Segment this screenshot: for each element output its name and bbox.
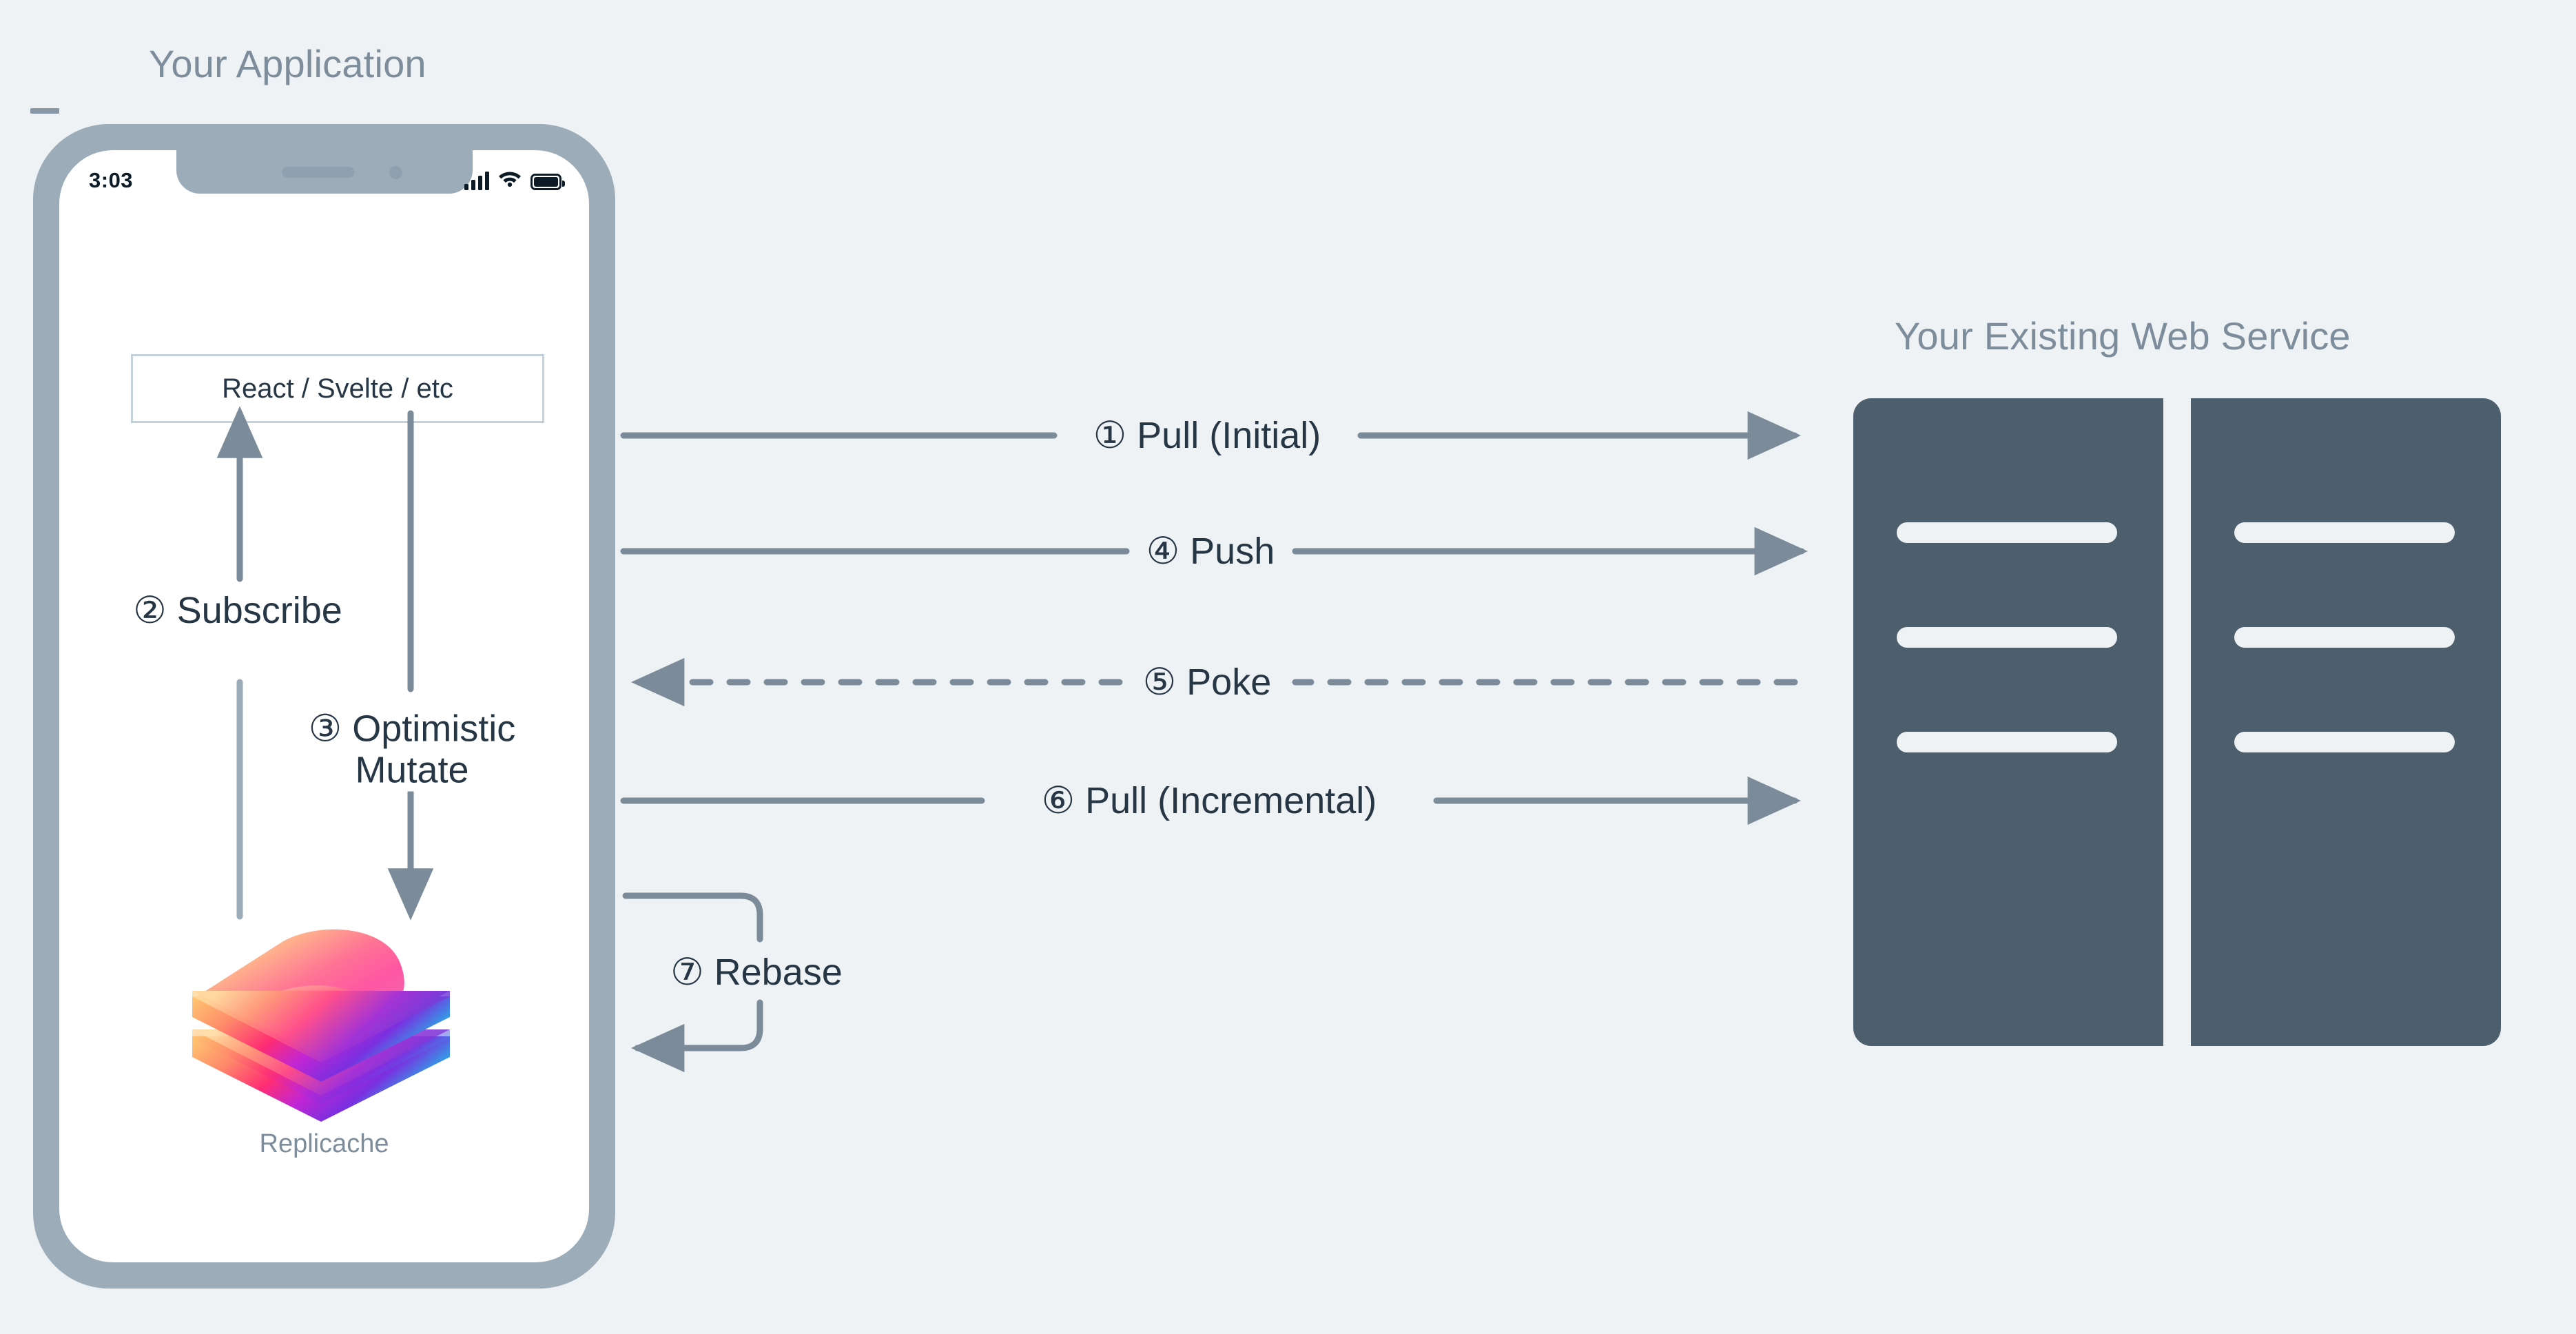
battery-icon [530,174,565,190]
wire-label-pull-incremental: ⑥ Pull (Incremental) [1031,782,1387,819]
server-rack-right [2191,398,2501,1046]
decorative-tick-mark [30,108,59,114]
application-section-title: Your Application [149,42,426,85]
wifi-icon [497,167,522,190]
wire-label-optimistic-line2: Mutate [355,750,469,791]
framework-box: React / Svelte / etc [131,354,544,423]
server-rack-left [1853,398,2163,1046]
server-slot-bar [1897,627,2117,648]
phone-notch [176,150,473,194]
web-service-section-title: Your Existing Web Service [1895,314,2351,358]
wire-label-pull-initial: ① Pull (Initial) [1083,417,1331,454]
wire-label-optimistic-mutate: ③ Optimistic Mutate [254,708,570,792]
server-rack [1853,398,2501,1046]
replicache-logo-caption: Replicache [259,1129,389,1158]
wire-label-push: ④ Push [1136,533,1285,570]
server-slot-bar [1897,732,2117,752]
server-slot-bar [2234,732,2455,752]
server-slot-bar [2234,627,2455,648]
status-icon-group [464,167,565,190]
server-slot-bar [2234,522,2455,543]
cellular-signal-icon [464,171,489,190]
wire-label-subscribe: ② Subscribe [123,592,352,629]
framework-box-label: React / Svelte / etc [222,373,453,404]
wire-label-rebase: ⑦ Rebase [661,954,852,991]
server-slot-bar [1897,522,2117,543]
wire-label-poke: ⑤ Poke [1133,664,1281,701]
wire-label-optimistic-line1: ③ Optimistic [308,708,516,750]
status-time: 3:03 [89,168,134,192]
replicache-logo-block: Replicache [180,922,469,1159]
phone-device: 3:03 React / Svelte [33,124,615,1289]
front-camera-icon [389,166,403,179]
phone-status-bar: 3:03 [59,165,589,197]
speaker-grille-icon [282,167,355,178]
replicache-logo-icon [192,929,450,1122]
phone-screen: 3:03 React / Svelte [59,150,589,1262]
